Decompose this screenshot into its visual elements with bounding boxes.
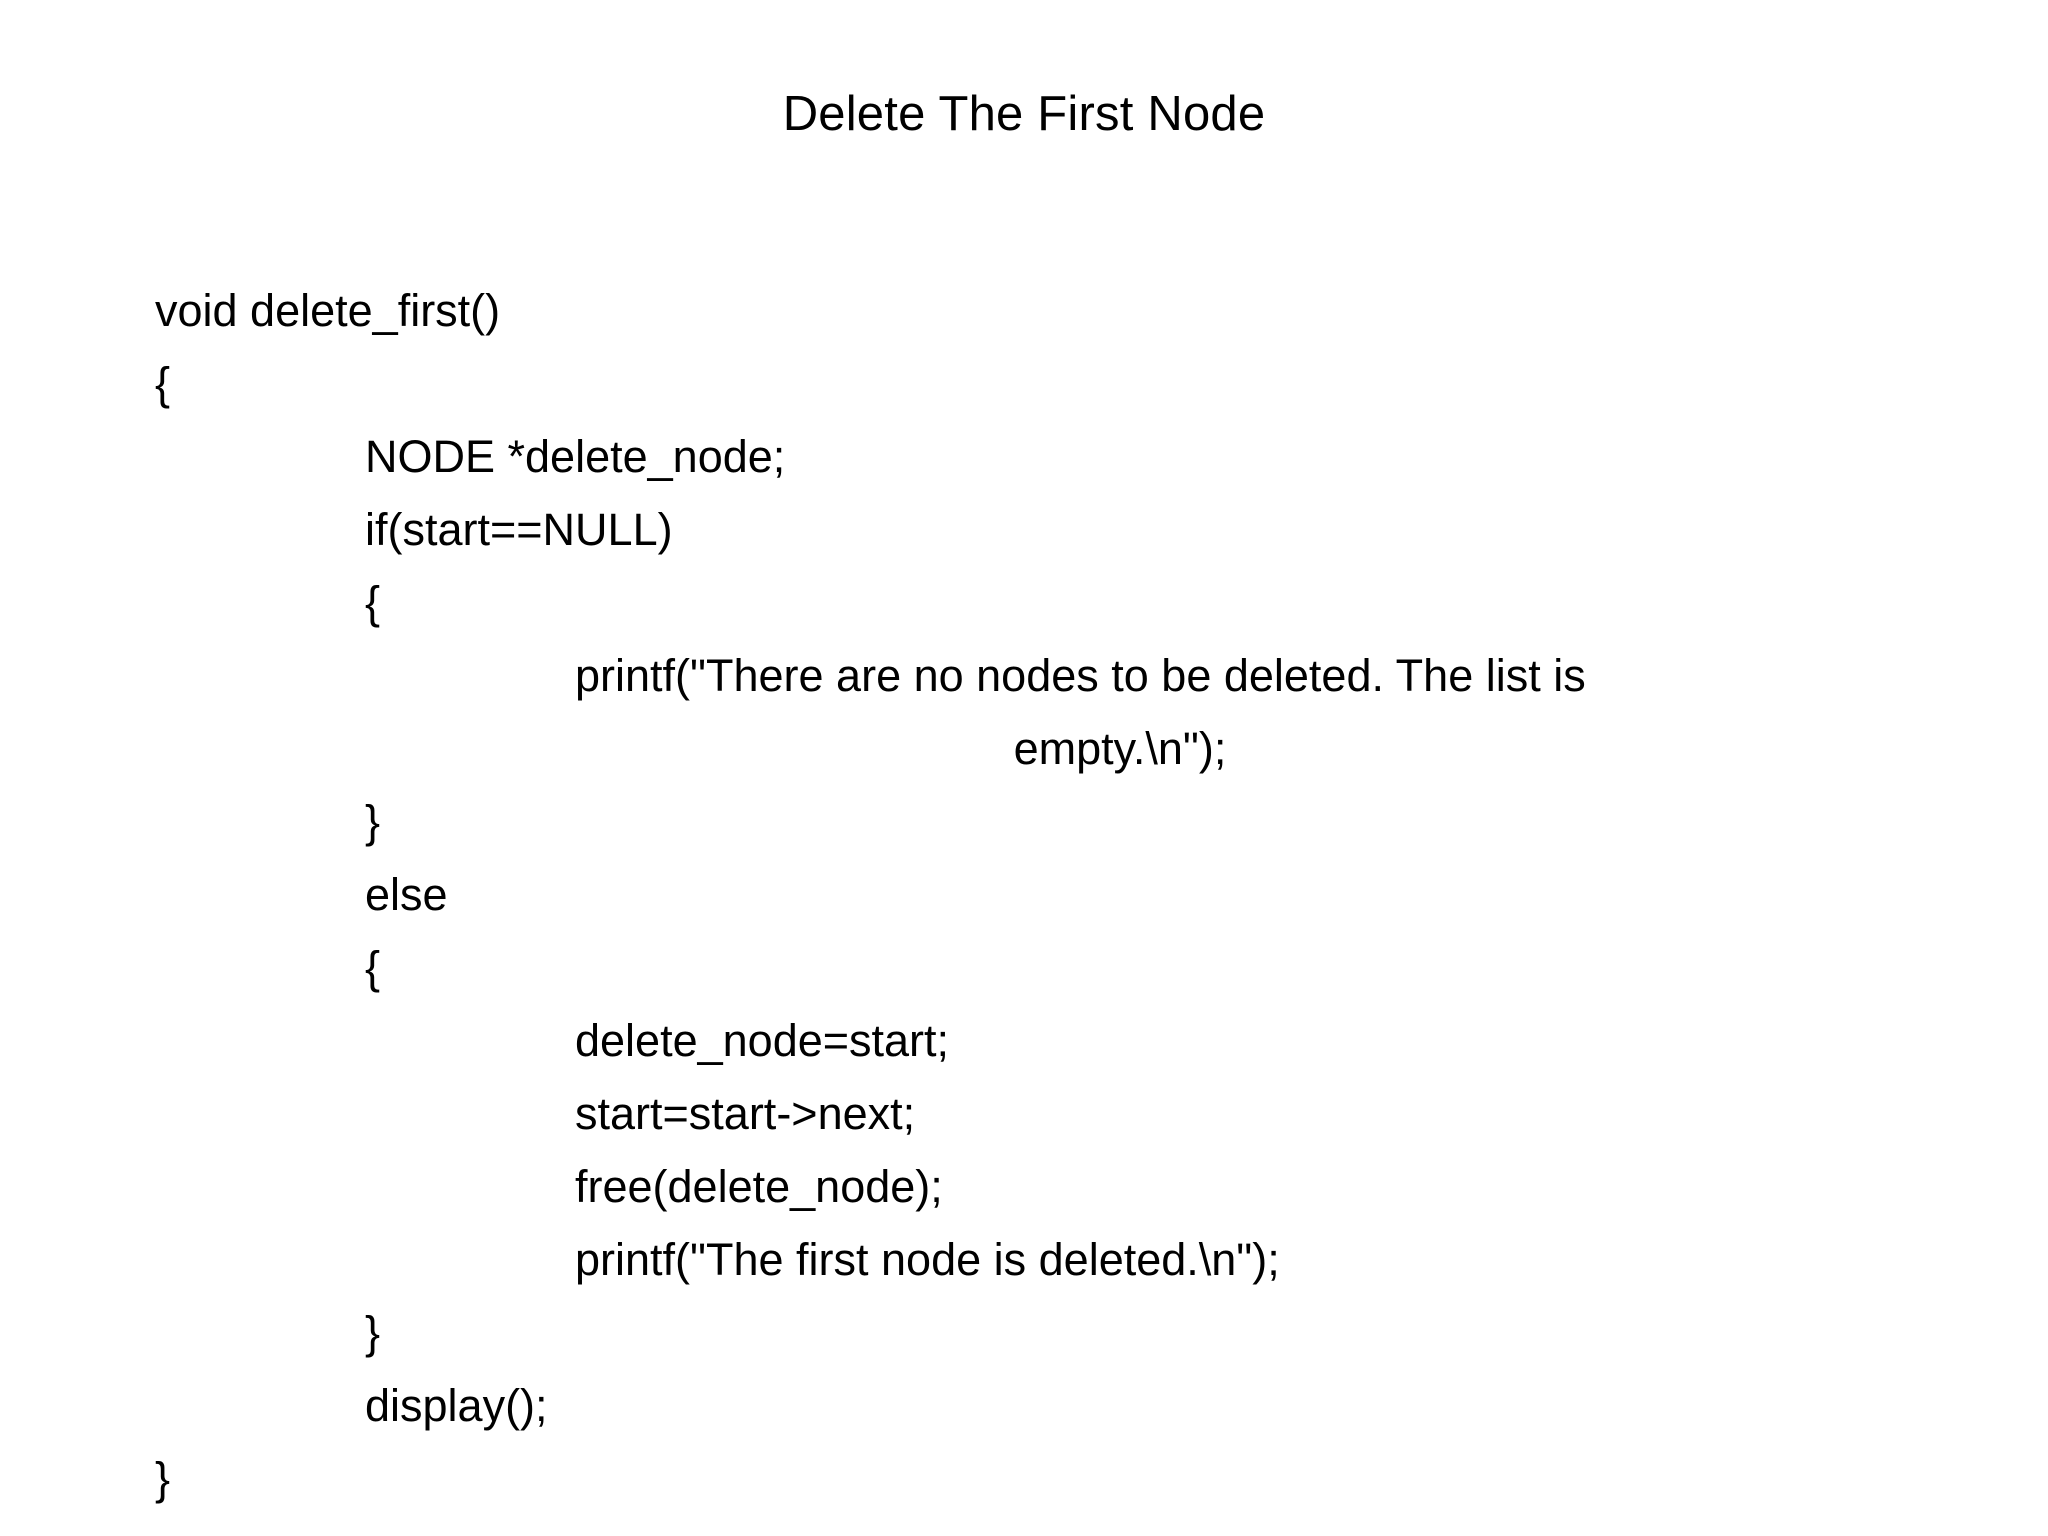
code-line: delete_node=start; — [575, 1015, 950, 1066]
code-line: { — [365, 577, 381, 628]
code-listing: void delete_first() { NODE *delete_node;… — [155, 274, 1955, 1515]
code-line: NODE *delete_node; — [365, 431, 786, 482]
code-line: start=start->next; — [575, 1088, 916, 1139]
code-line: printf("There are no nodes to be deleted… — [575, 650, 1586, 701]
code-line: } — [365, 796, 381, 847]
code-line: } — [365, 1307, 381, 1358]
code-line: display(); — [365, 1380, 548, 1431]
code-line: printf("The first node is deleted.\n"); — [575, 1234, 1280, 1285]
code-line: void delete_first() — [155, 285, 501, 336]
code-line: else — [365, 869, 448, 920]
code-line: } — [155, 1453, 171, 1504]
code-line: { — [155, 358, 171, 409]
page-title: Delete The First Node — [782, 86, 1266, 141]
title-block: Delete The First Node — [0, 50, 2048, 178]
code-line: { — [365, 942, 381, 993]
code-line: free(delete_node); — [575, 1161, 943, 1212]
code-line: empty.\n"); — [1013, 723, 1227, 774]
code-line: if(start==NULL) — [365, 504, 673, 555]
